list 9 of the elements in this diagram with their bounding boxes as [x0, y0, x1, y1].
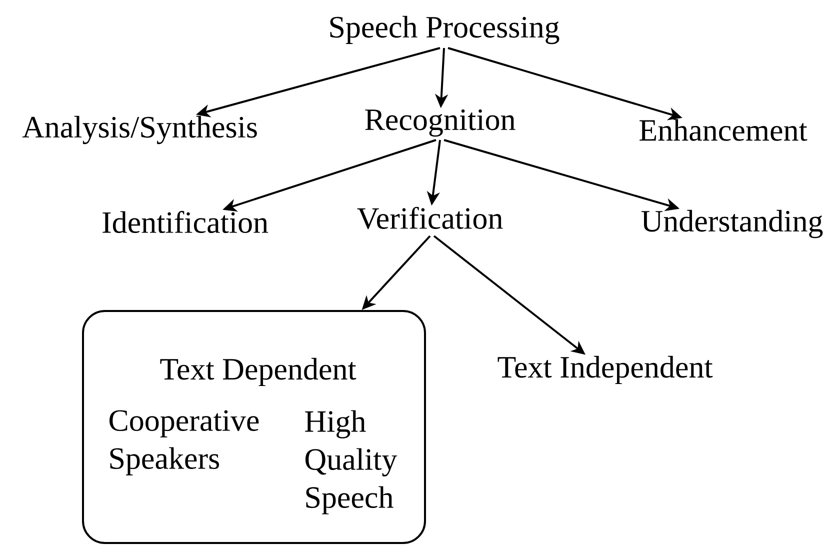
node-label: Enhancement — [640, 119, 808, 141]
node-label: Understanding — [641, 210, 823, 238]
rounded-box: Text Dependent Cooperative Speakers High Quality Speech — [82, 310, 426, 544]
node-label: Identification — [102, 210, 268, 234]
node-label: Speech Processing — [330, 16, 560, 44]
node-label: Text Independent — [498, 356, 713, 384]
node-label: Verification — [357, 206, 503, 230]
node-label: Recognition — [365, 109, 516, 137]
node-label: Analysis/Synthesis — [22, 116, 257, 144]
